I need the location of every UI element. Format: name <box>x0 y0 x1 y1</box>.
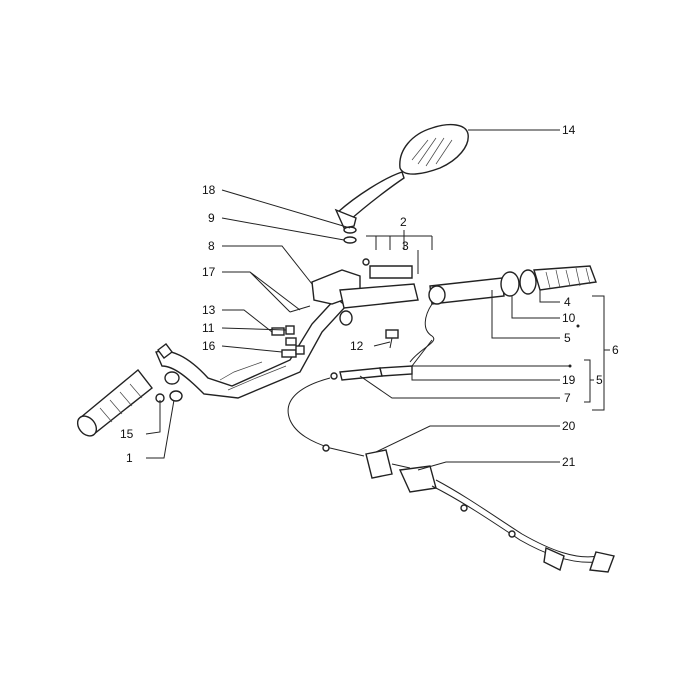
callout-3: 3 <box>402 239 409 253</box>
clamp-screws-part <box>271 305 311 358</box>
callout-7: 7 <box>564 391 571 405</box>
callout-9: 9 <box>208 211 215 225</box>
mirror-part <box>334 123 469 229</box>
right-grip-part <box>428 265 597 305</box>
callout-1: 1 <box>126 451 133 465</box>
callout-6: 6 <box>612 343 619 357</box>
callout-20: 20 <box>562 419 576 433</box>
callout-5b: 5 <box>596 373 603 387</box>
callout-21: 21 <box>562 455 576 469</box>
handlebar-part <box>155 297 348 399</box>
callout-14: 14 <box>562 123 576 137</box>
small-screw-part <box>385 329 399 349</box>
callout-10: 10 <box>562 311 576 325</box>
mirror-nut-part <box>343 226 357 244</box>
callout-4: 4 <box>564 295 571 309</box>
callout-13: 13 <box>202 303 216 317</box>
callout-16: 16 <box>202 339 216 353</box>
callout-19: 19 <box>562 373 576 387</box>
callout-18: 18 <box>202 183 216 197</box>
callout-labels: 14 18 9 2 8 3 17 4 13 10 11 5 6 16 12 19… <box>120 123 619 469</box>
throttle-control-part <box>311 258 419 326</box>
left-grip-part <box>76 369 153 437</box>
callout-11: 11 <box>202 321 215 335</box>
cable-junction-part <box>365 449 411 479</box>
lower-cable-part <box>398 465 615 573</box>
callout-8: 8 <box>208 239 215 253</box>
left-fittings-part <box>155 371 183 403</box>
callout-15: 15 <box>120 427 134 441</box>
callout-5a: 5 <box>564 331 571 345</box>
leader-lines <box>145 129 610 471</box>
callout-17: 17 <box>202 265 216 279</box>
callout-2: 2 <box>400 215 407 229</box>
callout-12: 12 <box>350 339 364 353</box>
